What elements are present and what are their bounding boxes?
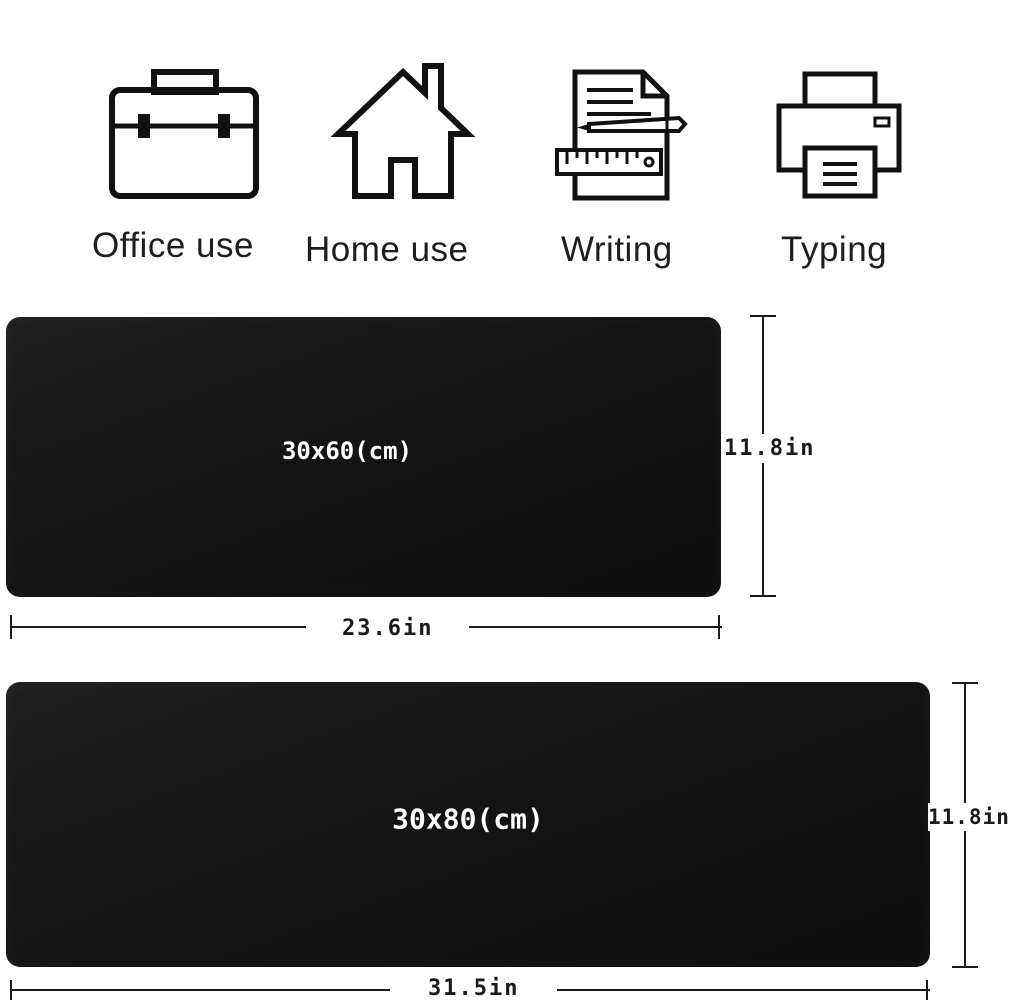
use-label-office: Office use — [92, 226, 254, 265]
use-label-writing: Writing — [561, 230, 673, 269]
use-label-typing: Typing — [781, 230, 888, 269]
width-dimension-label: 31.5in — [390, 976, 558, 1001]
printer-icon — [775, 70, 903, 200]
mat-size-label: 30x80(cm) — [392, 802, 544, 836]
use-label-home: Home use — [305, 230, 469, 269]
document-pencil-ruler-icon — [555, 68, 690, 202]
height-dimension-label: 11.8in — [928, 803, 1010, 831]
mat-size-label: 30x60(cm) — [281, 437, 413, 465]
height-dimension-cap-bottom — [952, 966, 978, 968]
width-dimension-label: 23.6in — [306, 616, 470, 641]
width-dimension-cap-right — [718, 615, 720, 639]
width-dimension-cap-right — [926, 980, 928, 1000]
desk-mat-small: 30x60(cm) — [6, 317, 721, 597]
desk-mat-large: 30x80(cm) — [6, 682, 930, 967]
house-icon — [330, 62, 476, 200]
height-dimension-label: 11.8in — [724, 434, 816, 463]
height-dimension-cap-bottom — [750, 595, 776, 597]
briefcase-icon — [108, 68, 260, 200]
